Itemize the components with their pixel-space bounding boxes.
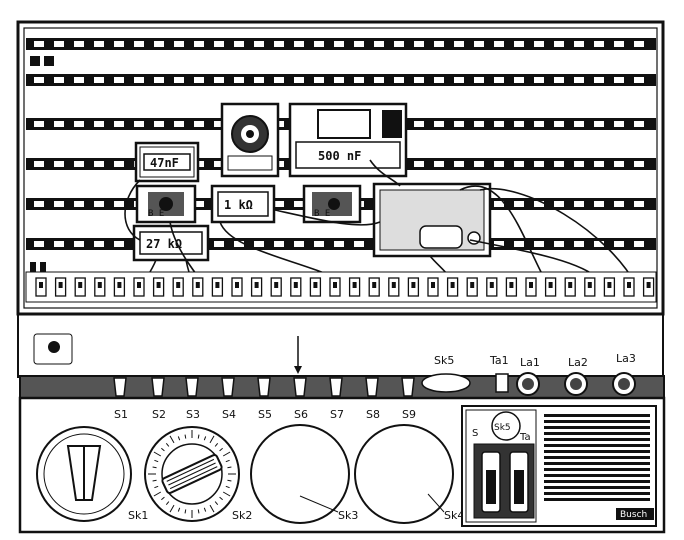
- ta1-label: Ta1: [489, 354, 509, 367]
- sk2-label: Sk2: [232, 509, 252, 522]
- panel-ta-label: Ta: [519, 432, 531, 443]
- switch-label-1: S1: [114, 408, 128, 421]
- switch-8[interactable]: [365, 377, 379, 397]
- toggle-s[interactable]: [481, 451, 501, 513]
- speaker-grille: [544, 414, 650, 501]
- relay-module[interactable]: [372, 182, 492, 258]
- sk4-socket[interactable]: Sk4: [354, 424, 464, 524]
- switch-label-8: S8: [366, 408, 380, 421]
- switch-3[interactable]: [185, 377, 199, 397]
- potentiometer[interactable]: [220, 102, 280, 178]
- sk2-dial[interactable]: Sk2: [144, 426, 252, 522]
- sk1-label: Sk1: [128, 509, 148, 522]
- lamp-label-2: La2: [568, 356, 588, 369]
- switch-labels: S1 S2 S3 S4 S5 S6 S7 S8 S9: [114, 408, 416, 421]
- terminal-strip: [25, 271, 657, 303]
- sk1-knob[interactable]: Sk1: [36, 426, 148, 522]
- transistor-2[interactable]: B E: [302, 184, 362, 224]
- switch-label-2: S2: [152, 408, 166, 421]
- switch-4[interactable]: [221, 377, 235, 397]
- switch-5[interactable]: [257, 377, 271, 397]
- lamp-label-3: La3: [616, 352, 636, 365]
- resistor-1k-label: 1 kΩ: [224, 198, 253, 212]
- sk4-label: Sk4: [444, 509, 464, 522]
- switch-1[interactable]: [113, 377, 127, 397]
- switch-label-9: S9: [402, 408, 416, 421]
- toggle-ta[interactable]: [509, 451, 529, 513]
- resistor-27k[interactable]: 27 kΩ: [132, 224, 210, 262]
- switch-label-4: S4: [222, 408, 236, 421]
- key-ta1[interactable]: Ta1: [489, 354, 509, 393]
- panel-sk5-label: Sk5: [494, 423, 511, 433]
- lamp-label-1: La1: [520, 356, 540, 369]
- switch-9[interactable]: [401, 377, 415, 397]
- capacitor-500nf-label: 500 nF: [318, 149, 361, 163]
- switch-6[interactable]: [293, 377, 307, 397]
- switch-row: [113, 377, 415, 397]
- capacitor-500nf[interactable]: 500 nF: [288, 102, 408, 178]
- transistor-1[interactable]: B E: [135, 184, 197, 224]
- switch-7[interactable]: [329, 377, 343, 397]
- lamp-1[interactable]: [516, 372, 540, 396]
- switch-label-6: S6: [294, 408, 308, 421]
- sk5-socket[interactable]: Sk5: [421, 354, 471, 393]
- brand-label: Busch: [620, 510, 647, 520]
- components: 47nF B E 27 kΩ 1 kΩ B E: [132, 102, 492, 262]
- switch-label-3: S3: [186, 408, 200, 421]
- transistor-1-pins: B E: [148, 209, 164, 219]
- lamp-3[interactable]: [612, 372, 636, 396]
- transistor-2-pins: B E: [314, 209, 330, 219]
- panel-s-label: S: [472, 428, 478, 439]
- sk3-label: Sk3: [338, 509, 358, 522]
- switch-2[interactable]: [151, 377, 165, 397]
- switch-label-7: S7: [330, 408, 344, 421]
- resistor-27k-label: 27 kΩ: [146, 237, 182, 251]
- upper-board: [16, 20, 665, 316]
- switch-label-5: S5: [258, 408, 272, 421]
- sk5-label: Sk5: [434, 354, 454, 367]
- resistor-1k[interactable]: 1 kΩ: [210, 184, 276, 224]
- lamp-2[interactable]: [564, 372, 588, 396]
- capacitor-47nf-label: 47nF: [150, 156, 179, 170]
- capacitor-47nf[interactable]: 47nF: [134, 141, 200, 183]
- right-control-box: Sk5 S Ta Busch: [461, 405, 657, 527]
- sk3-socket[interactable]: Sk3: [250, 424, 358, 524]
- lamp-row: La1 La2 La3: [516, 352, 636, 396]
